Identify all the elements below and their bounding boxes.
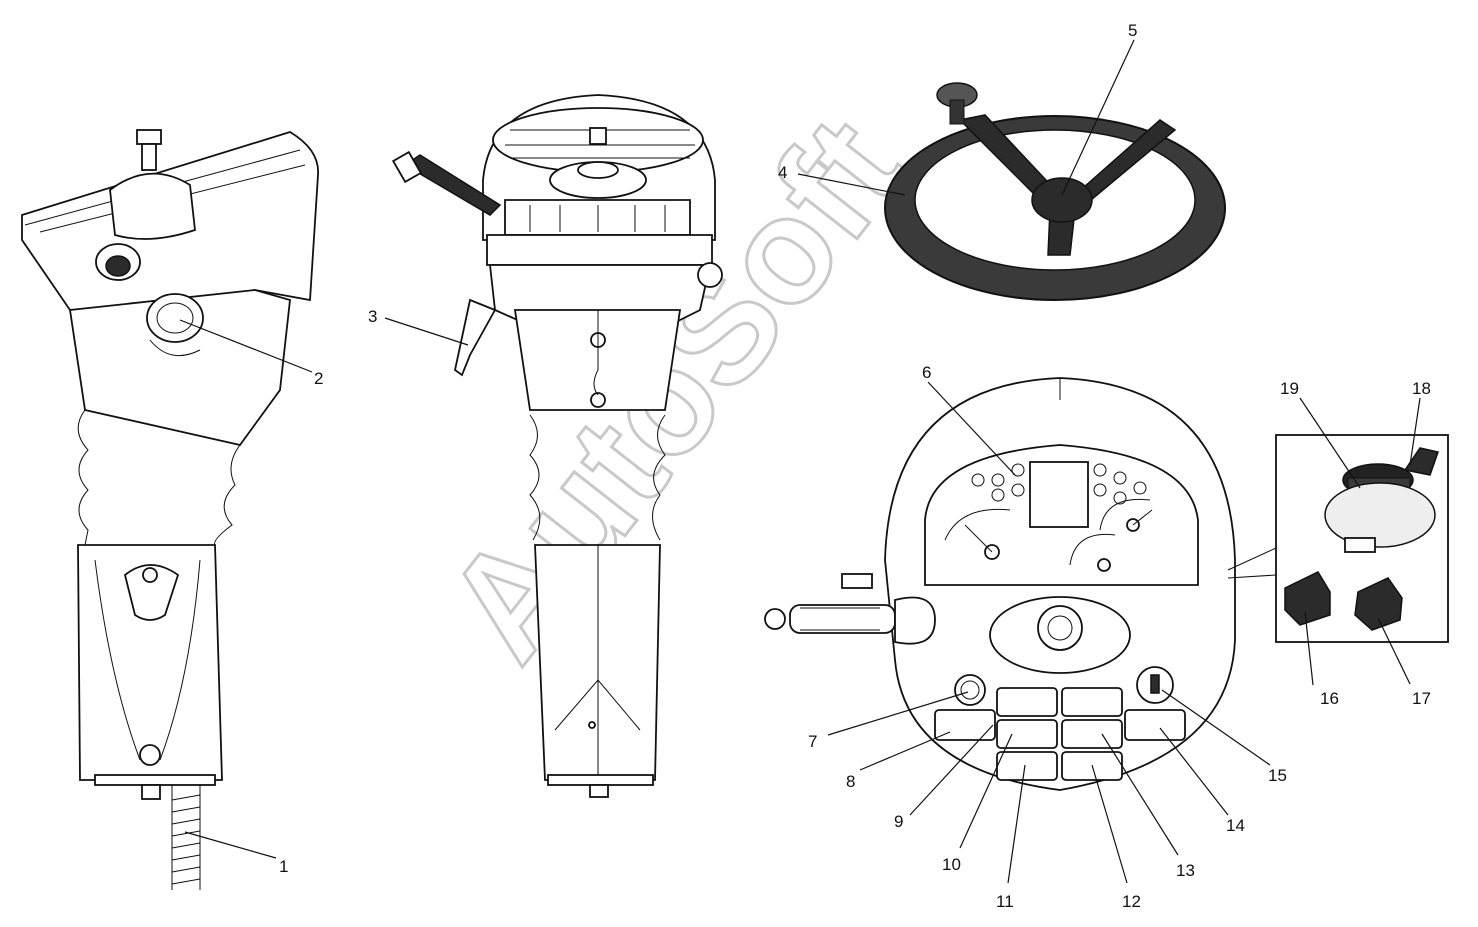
callout-6: 6: [922, 363, 931, 382]
callout-15: 15: [1268, 766, 1287, 785]
callout-17: 17: [1412, 689, 1431, 708]
callout-5: 5: [1128, 21, 1137, 40]
callout-12: 12: [1122, 892, 1141, 911]
callout-9: 9: [894, 812, 903, 831]
callout-2: 2: [314, 369, 323, 388]
leader-lines: [179, 39, 1421, 884]
callout-3: 3: [368, 307, 377, 326]
callout-10: 10: [942, 855, 961, 874]
callout-7: 7: [808, 732, 817, 751]
callout-11: 11: [996, 892, 1014, 911]
ignition-switch-inset: [1227, 434, 1449, 643]
callout-14: 14: [1226, 816, 1245, 835]
callout-4: 4: [778, 163, 787, 182]
callout-1: 1: [279, 857, 288, 876]
instrument-panel: [764, 377, 1236, 791]
callout-19: 19: [1280, 379, 1299, 398]
callout-8: 8: [846, 772, 855, 791]
callout-numbers: 1 2 3 4 5 6 7 8 9 10 11 12 13 14 15 16 1…: [279, 21, 1431, 911]
steering-column-side-view: [21, 129, 319, 890]
callout-13: 13: [1176, 861, 1195, 880]
steering-column-front-view: [391, 94, 723, 798]
steering-wheel: [884, 82, 1226, 301]
callout-16: 16: [1320, 689, 1339, 708]
callout-18: 18: [1412, 379, 1431, 398]
